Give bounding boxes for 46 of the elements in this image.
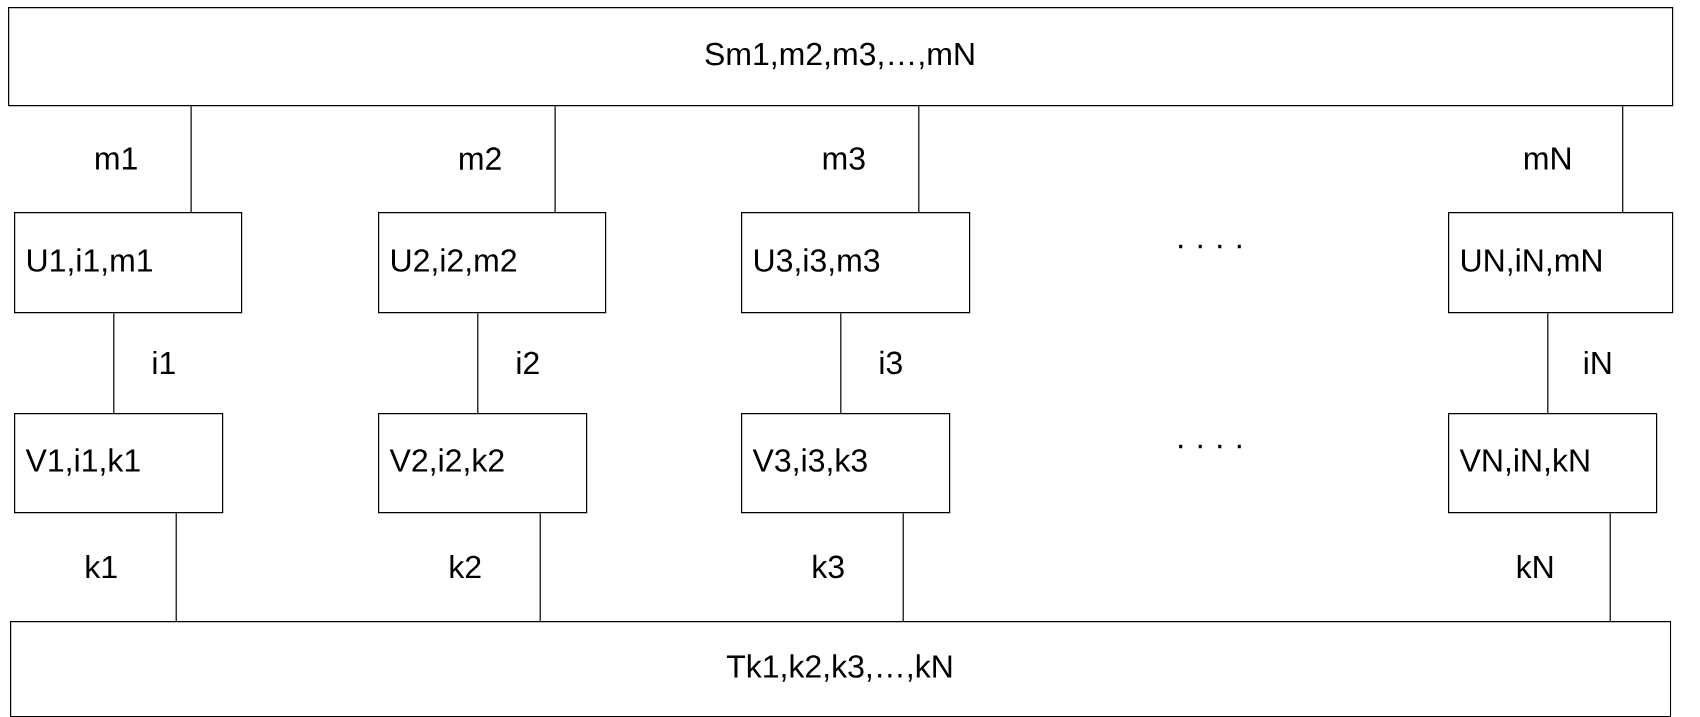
edge-label: k1 <box>82 552 121 581</box>
connector-line <box>918 105 920 213</box>
node-label: U1,i1,m1 <box>28 248 153 276</box>
ellipsis-dots: · · · · <box>1179 444 1241 449</box>
node-label: Tk1,k2,k3,…,kN <box>726 654 952 682</box>
connector-line <box>113 312 115 414</box>
edge-label: i3 <box>876 348 906 377</box>
edge-label: m1 <box>91 145 141 172</box>
edge-label: iN <box>1580 348 1615 377</box>
process-box <box>1448 413 1658 514</box>
node-label: V2,i2,k2 <box>389 448 504 476</box>
process-box <box>1448 212 1674 314</box>
band-box <box>10 621 1672 717</box>
edge-label: m2 <box>455 145 505 172</box>
node-label: U3,i3,m3 <box>755 248 880 276</box>
process-box <box>741 212 971 314</box>
connector-line <box>1622 105 1624 213</box>
connector-line <box>539 512 541 622</box>
edge-label: mN <box>1520 145 1575 172</box>
connector-line <box>1547 312 1549 414</box>
edge-label: k3 <box>809 552 848 581</box>
connector-line <box>902 512 904 622</box>
edge-label: i1 <box>149 348 179 377</box>
connector-line <box>190 105 192 213</box>
node-label: V1,i1,k1 <box>25 448 140 476</box>
connector-line <box>840 312 842 414</box>
node-label: Sm1,m2,m3,…,mN <box>705 42 974 70</box>
node-label: UN,iN,mN <box>1462 248 1601 276</box>
edge-label: k2 <box>446 552 485 581</box>
node-label: V3,i3,k3 <box>752 448 867 476</box>
connector-line <box>175 512 177 622</box>
connector-line <box>1609 512 1611 622</box>
edge-label: m3 <box>819 145 869 172</box>
edge-label: kN <box>1513 552 1557 581</box>
band-box <box>8 7 1674 107</box>
edge-label: i2 <box>513 348 543 377</box>
node-label: VN,iN,kN <box>1459 448 1589 476</box>
process-box <box>14 413 224 514</box>
process-box <box>741 413 951 514</box>
connector-line <box>554 105 556 213</box>
node-label: U2,i2,m2 <box>392 248 516 276</box>
process-box <box>378 413 588 514</box>
ellipsis-dots: · · · · <box>1179 244 1241 249</box>
process-box <box>14 212 243 314</box>
connector-line <box>477 312 479 414</box>
process-box <box>378 212 607 314</box>
